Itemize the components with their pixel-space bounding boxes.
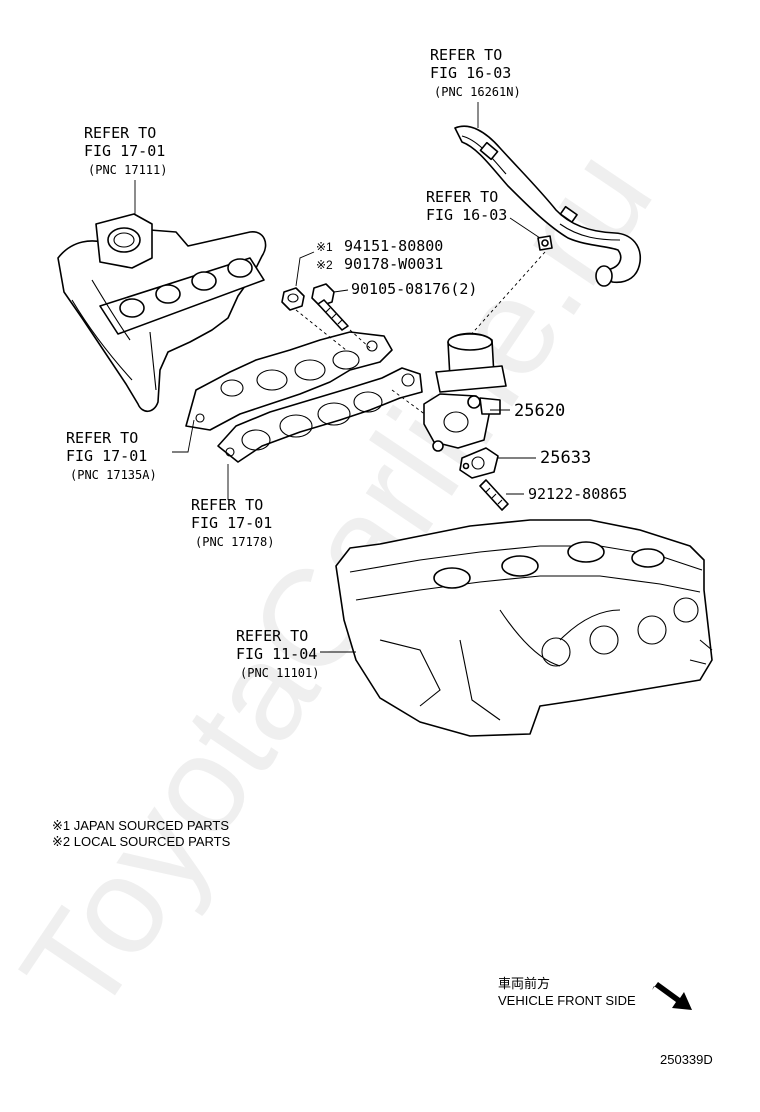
hex-bolt <box>311 283 349 331</box>
part-number-egr-valve: 25620 <box>514 401 565 421</box>
callout-manifold-line1: REFER TO <box>84 124 156 142</box>
egr-valve-drawing <box>423 332 507 452</box>
callout-cylinder-head-line2: FIG 11-04 <box>236 645 317 663</box>
manifold-gasket-outer <box>185 331 393 431</box>
note-local-sourced: ※2 LOCAL SOURCED PARTS <box>52 834 231 849</box>
cylinder-head-drawing <box>335 519 713 737</box>
note-japan-sourced: ※1 JAPAN SOURCED PARTS <box>52 818 229 833</box>
part-number-bolt: 90105-08176(2) <box>351 280 477 298</box>
part-number-egr-gasket: 25633 <box>540 448 591 468</box>
callout-clamp-line1: REFER TO <box>426 188 498 206</box>
callout-gasket-outer-line2: FIG 17-01 <box>66 447 147 465</box>
leader-bolt <box>333 289 349 293</box>
leader-nut <box>295 251 315 287</box>
part-number-stud: 92122-80865 <box>528 485 627 503</box>
direction-japanese: 車両前方 <box>498 976 550 991</box>
callout-clamp-line2: FIG 16-03 <box>426 206 507 224</box>
flange-nut <box>281 287 305 311</box>
part-number-nut-japan: 94151-80800 <box>344 237 443 255</box>
vehicle-front-arrow-icon <box>652 982 692 1010</box>
install-line-valve <box>391 389 431 419</box>
callout-cylinder-head-pnc: (PNC 11101) <box>240 666 319 680</box>
mark-japan-sourced: ※1 <box>316 240 333 254</box>
leader-clamp <box>509 217 541 239</box>
direction-english: VEHICLE FRONT SIDE <box>498 993 636 1008</box>
callout-gasket-outer-pnc: (PNC 17135A) <box>70 468 157 482</box>
install-line-clamp <box>467 251 546 339</box>
mark-local-sourced: ※2 <box>316 258 333 272</box>
callout-gasket-inner-line2: FIG 17-01 <box>191 514 272 532</box>
hose-clamp <box>537 235 553 251</box>
figure-code: 250339D <box>660 1052 713 1067</box>
callout-gasket-outer-line1: REFER TO <box>66 429 138 447</box>
leader-gasket-outer <box>172 419 195 453</box>
callout-gasket-inner-pnc: (PNC 17178) <box>195 535 274 549</box>
callout-manifold-pnc: (PNC 17111) <box>88 163 167 177</box>
callout-gasket-inner-line1: REFER TO <box>191 496 263 514</box>
stud-bolt-drawing <box>479 479 509 511</box>
install-line-bolt <box>349 329 371 349</box>
callout-hose-pnc: (PNC 16261N) <box>434 85 521 99</box>
egr-gasket-drawing <box>459 447 499 479</box>
hose-drawing <box>454 125 641 287</box>
part-number-nut-local: 90178-W0031 <box>344 255 443 273</box>
callout-hose-line2: FIG 16-03 <box>430 64 511 82</box>
exhaust-manifold-drawing <box>57 213 267 413</box>
callout-manifold-line2: FIG 17-01 <box>84 142 165 160</box>
callout-hose-line1: REFER TO <box>430 46 502 64</box>
install-line-nut <box>295 309 347 351</box>
callout-cylinder-head-line1: REFER TO <box>236 627 308 645</box>
manifold-gasket-inner <box>217 367 423 463</box>
